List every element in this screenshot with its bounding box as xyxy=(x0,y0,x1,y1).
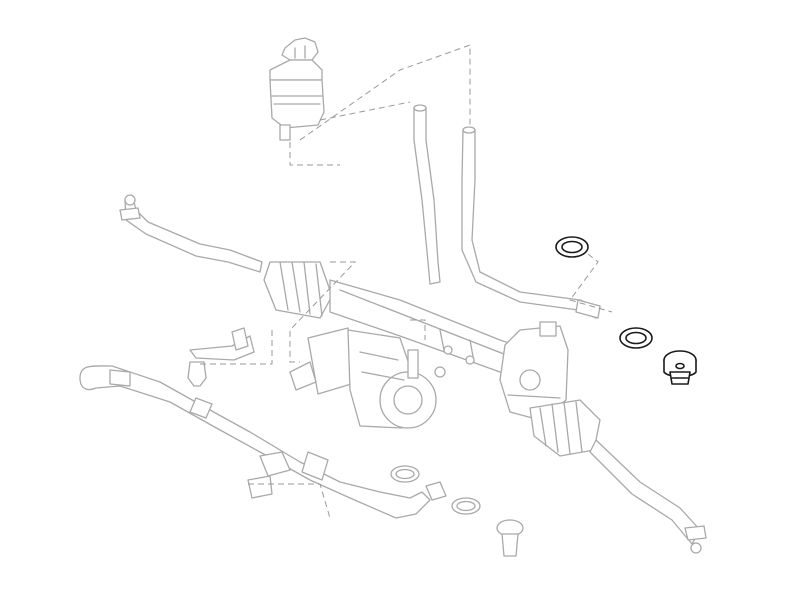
left-tie-rod[interactable] xyxy=(119,194,263,273)
right-rack-boot[interactable] xyxy=(529,399,601,457)
reservoir-dashed-leaders xyxy=(289,44,471,166)
supply-hose[interactable] xyxy=(413,104,441,285)
left-rack-boot[interactable] xyxy=(263,261,333,319)
hollow-banjo-bolt[interactable] xyxy=(663,350,697,385)
highlight-dashed-leader xyxy=(569,253,613,313)
lower-banjo-bolt[interactable] xyxy=(496,519,524,557)
upper-sealing-ring[interactable] xyxy=(555,236,589,258)
lower-seal-ring-b[interactable] xyxy=(451,497,481,515)
return-hose[interactable] xyxy=(461,126,601,319)
right-tie-rod[interactable] xyxy=(589,439,707,554)
lower-seal-ring-a[interactable] xyxy=(390,465,420,483)
pressure-line[interactable] xyxy=(79,365,447,519)
pump-dashed-leaders xyxy=(289,261,426,363)
bracket-dashed-leader xyxy=(200,330,273,365)
fluid-reservoir[interactable] xyxy=(269,37,325,141)
power-steering-pump[interactable] xyxy=(289,327,437,429)
pressure-sensor[interactable] xyxy=(187,361,207,387)
pressure-line-dashed-leader xyxy=(248,483,331,519)
mounting-bracket[interactable] xyxy=(189,327,255,361)
lower-sealing-ring[interactable] xyxy=(619,327,653,349)
